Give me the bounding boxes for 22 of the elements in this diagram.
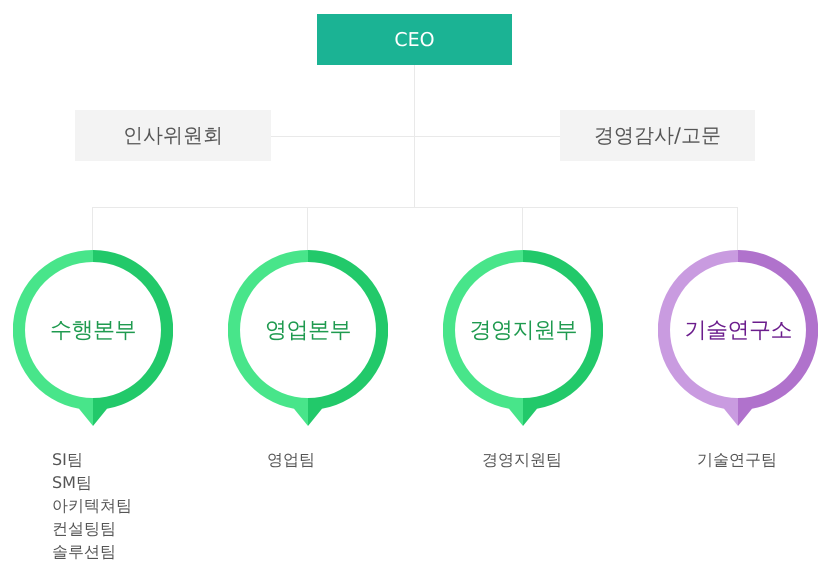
location-pin-ring: [658, 250, 818, 428]
ceo-box: [317, 14, 512, 65]
team-name: 아키텍쳐팀: [52, 495, 132, 517]
department-name: 기술연구소: [684, 317, 792, 345]
location-pin-ring: [228, 250, 388, 428]
location-pin-ring: [13, 250, 173, 428]
connector-line: [92, 207, 308, 250]
team-name: 기술연구팀: [697, 449, 777, 471]
team-name: SI팀: [52, 449, 83, 471]
team-name: 솔루션팀: [52, 541, 116, 563]
position-title: CEO: [394, 28, 435, 50]
location-pin-ring: [443, 250, 603, 428]
department-name: 경영지원부: [469, 317, 577, 345]
team-name: SM팀: [52, 472, 92, 494]
connector-line: [522, 207, 738, 250]
department-name: 영업본부: [265, 317, 351, 345]
team-name: 영업팀: [267, 449, 315, 471]
position-title: 경영감사/고문: [594, 122, 721, 149]
department-name: 수행본부: [50, 317, 136, 345]
team-name: 경영지원팀: [482, 449, 562, 471]
team-name: 컨설팅팀: [52, 518, 116, 540]
position-title: 인사위원회: [123, 122, 223, 149]
